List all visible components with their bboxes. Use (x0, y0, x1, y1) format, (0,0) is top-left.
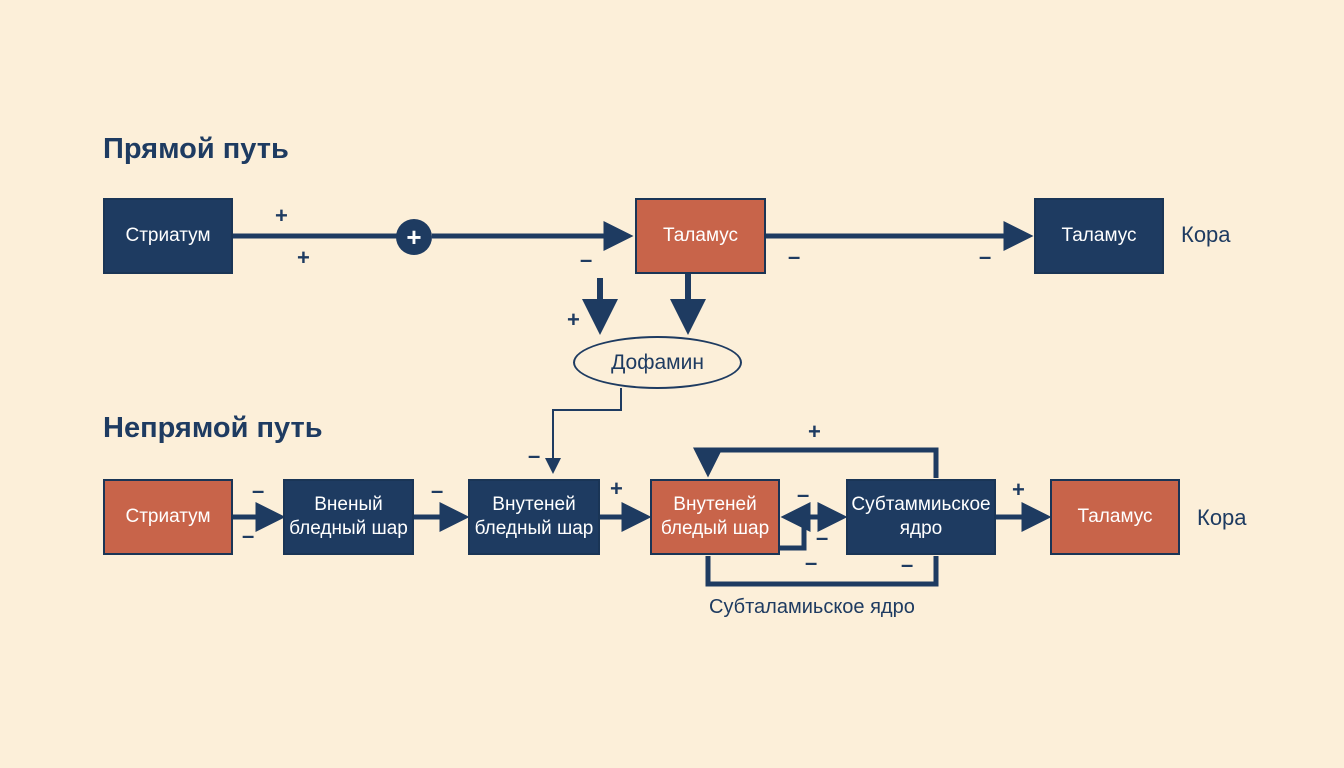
sign-minus: – (252, 478, 265, 503)
gpe2-label: Внутеней бледный шар (474, 494, 594, 539)
summation-node: + (396, 219, 432, 255)
direct-thalamus-box: Таламус (635, 198, 766, 274)
arrow-dopamine-to-gpe (545, 388, 622, 474)
sign-minus: – (805, 550, 818, 575)
sign-minus: – (242, 523, 255, 548)
summation-node-label: + (406, 221, 422, 252)
sign-minus: – (816, 525, 829, 550)
sign-minus: – (431, 478, 444, 503)
direct-striatum-box: Стриатум (103, 198, 233, 274)
sign-plus: + (808, 419, 821, 444)
sign-minus: – (580, 247, 593, 272)
indirect-pathway-title: Непрямой путь (103, 412, 323, 444)
gpe-label: Вненый бледный шар (289, 494, 408, 539)
indirect-cortex-label: Кора (1197, 505, 1247, 530)
direct-striatum-label: Стриатум (125, 225, 211, 247)
sign-minus: – (528, 443, 541, 468)
sign-plus: + (275, 203, 288, 228)
stn-bottom-label: Субталамиьское ядро (709, 596, 915, 618)
feedback-loop-top (693, 447, 939, 478)
direct-thalamus2-label: Таламус (1061, 225, 1137, 247)
sign-plus: + (297, 245, 310, 270)
indirect-striatum-box: Стриатум (103, 479, 233, 555)
stn-return-line (780, 517, 807, 551)
gpi-box: Внутеней бледый шар (650, 479, 780, 555)
indirect-thalamus-label: Таламус (1077, 506, 1153, 528)
indirect-thalamus-box: Таламус (1050, 479, 1180, 555)
dopamine-label: Дофамин (611, 350, 704, 374)
direct-thalamus-label: Таламус (662, 225, 739, 247)
sign-plus: + (1012, 477, 1025, 502)
direct-cortex-label: Кора (1181, 222, 1231, 247)
indirect-striatum-label: Стриатум (125, 506, 211, 528)
dopamine-node: Дофамин (573, 336, 742, 389)
direct-pathway-title: Прямой путь (103, 133, 289, 165)
sign-plus: + (567, 307, 580, 332)
stn-label: Субтаммиьское ядро (851, 494, 991, 539)
direct-thalamus2-box: Таламус (1034, 198, 1164, 274)
stn-box: Субтаммиьское ядро (846, 479, 996, 555)
sign-minus: – (901, 552, 914, 577)
sign-minus: – (788, 244, 801, 269)
sign-minus: – (797, 482, 810, 507)
sign-plus: + (610, 476, 623, 501)
gpe-box: Вненый бледный шар (283, 479, 414, 555)
feedback-loop-bottom (705, 556, 939, 587)
gpe2-box: Внутеней бледный шар (468, 479, 600, 555)
sign-minus: – (979, 244, 992, 269)
gpi-label: Внутеней бледый шар (660, 494, 770, 539)
